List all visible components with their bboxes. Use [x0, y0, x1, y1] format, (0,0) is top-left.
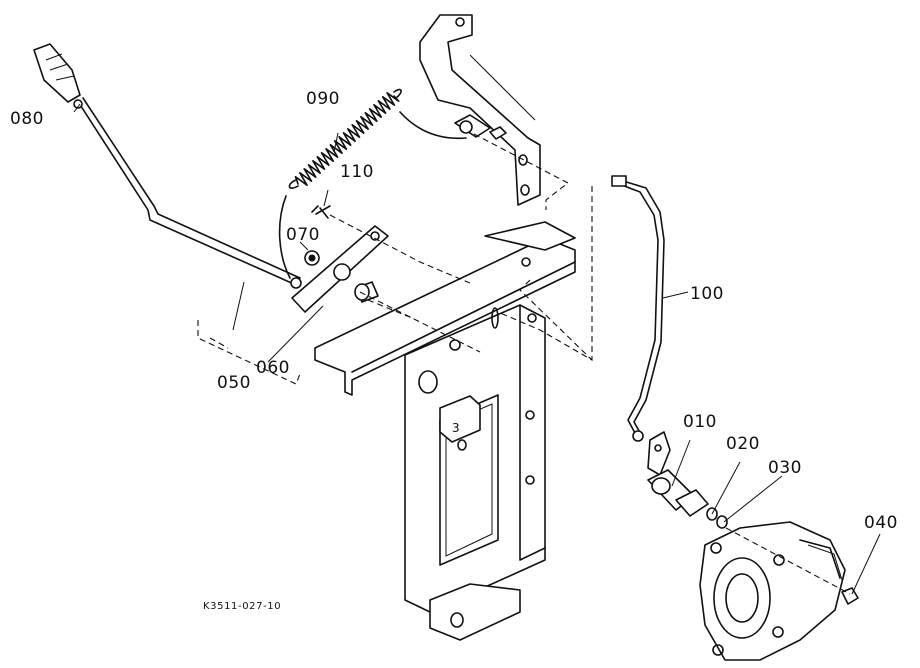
callout-060: 060	[256, 358, 290, 378]
pump-housing	[699, 521, 859, 661]
pin-110	[311, 205, 331, 219]
rod-100	[611, 175, 665, 442]
lever-assembly	[33, 43, 302, 289]
callout-080: 080	[10, 109, 44, 129]
callout-050: 050	[217, 373, 251, 393]
callout-110: 110	[340, 162, 374, 182]
callout-090: 090	[306, 89, 340, 109]
svg-text:3: 3	[452, 421, 460, 435]
angle-bar	[314, 221, 576, 396]
pivot-plate	[291, 225, 389, 313]
callout-labels: 080 090 110 070 060 050 100 010 020 030 …	[10, 89, 898, 612]
callout-020: 020	[726, 434, 760, 454]
valve-assembly	[647, 431, 728, 529]
leader-lines	[73, 103, 881, 595]
callout-030: 030	[768, 458, 802, 478]
frame-plate: 3	[404, 304, 546, 641]
callout-040: 040	[864, 513, 898, 533]
upper-bracket	[419, 14, 541, 206]
dashed-assembly-lines	[197, 133, 851, 595]
figure-code: K3511-027-10	[203, 601, 281, 612]
callout-010: 010	[683, 412, 717, 432]
spring-090	[288, 88, 402, 189]
knob-080	[33, 43, 81, 103]
callout-070: 070	[286, 225, 320, 245]
callout-100: 100	[690, 284, 724, 304]
bracket-bolt	[454, 114, 507, 140]
